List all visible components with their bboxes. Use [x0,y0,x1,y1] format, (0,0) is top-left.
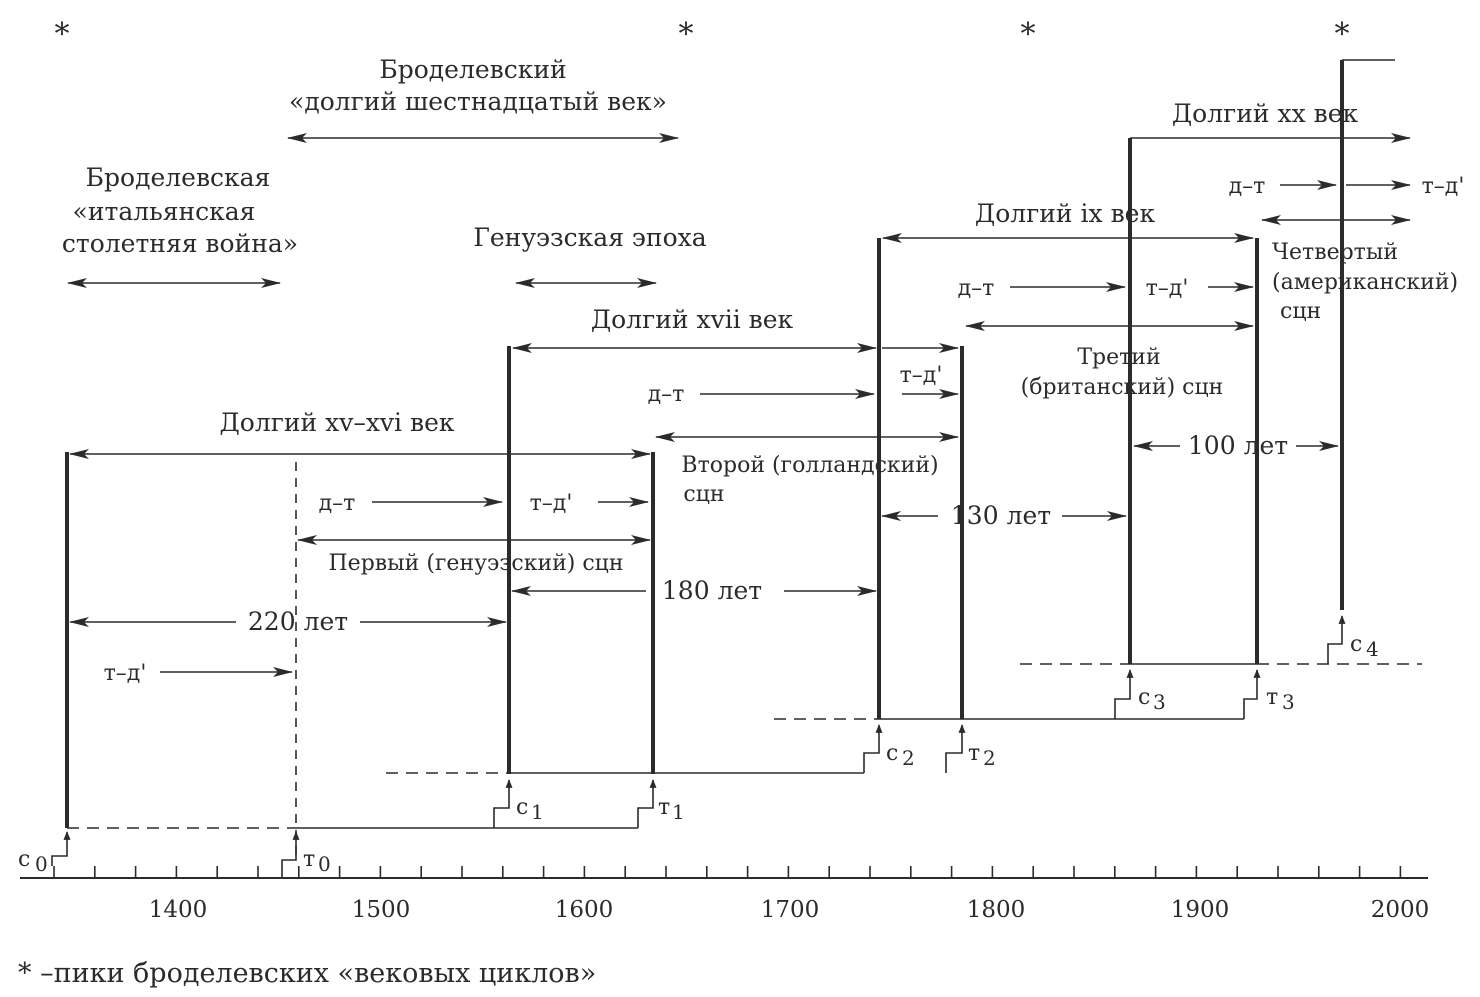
second-scn-label-1: Второй (голландский) [681,453,938,478]
peak-star-1: * [55,17,70,52]
tick-label-1400: 1400 [149,897,208,923]
fourth-scn-label-3: сцн [1280,299,1321,324]
marker-c0-letter: с [18,847,30,872]
c3-tmprime-label: т–д' [1146,276,1189,301]
braudel-italian-label-1: Броделевская [86,163,271,192]
time-axis: 1400 1500 1600 1700 1800 1900 2000 [20,866,1429,923]
marker-c0-index: 0 [35,852,48,876]
first-scn-label: Первый (генуэзский) сцн [328,551,623,576]
c1-tmprime-label: т–д' [530,491,573,516]
marker-c4-index: 4 [1366,637,1379,661]
marker-c1-index: 1 [531,800,544,824]
marker-t3-letter: т [1266,685,1278,710]
tick-label-1900: 1900 [1171,897,1230,923]
marker-t2-letter: т [968,741,980,766]
second-scn-label-2: сцн [683,482,724,507]
marker-t2: т 2 [945,724,996,773]
marker-t1: т 1 [637,779,685,828]
braudel-italian-label-2: «итальянская [73,197,256,226]
braudel-16th-label-1: Броделевский [379,55,566,84]
peak-star-3: * [1021,17,1036,52]
c4-tmprime-label: т–д' [1422,174,1465,199]
marker-c2-letter: с [886,741,898,766]
long-19-label: Долгий ix век [975,199,1156,228]
marker-t2-index: 2 [983,746,996,770]
marker-c3-index: 3 [1153,690,1166,714]
marker-t1-letter: т [658,795,670,820]
marker-c4-letter: с [1350,632,1362,657]
marker-t0-letter: т [303,847,315,872]
marker-c1-letter: с [516,795,528,820]
dur-180-label: 180 лет [662,576,762,605]
marker-c2: с 2 [863,724,915,773]
marker-c0: с 0 [18,831,71,876]
c3-mt-label: д–т [958,276,995,301]
c1-mt-label: д–т [319,491,356,516]
third-scn-label-1: Третий [1077,345,1160,370]
dur-100-label: 100 лет [1188,431,1288,460]
long-17-label: Долгий xvii век [591,305,794,334]
marker-c3: с 3 [1114,669,1166,719]
dur-130-label: 130 лет [951,501,1051,530]
braudel-16th-label-2: «долгий шестнадцатый век» [289,87,667,116]
tick-label-1600: 1600 [555,897,614,923]
fourth-scn-label-1: Четвертый [1272,240,1398,265]
peak-star-2: * [679,17,694,52]
marker-c4: с 4 [1327,615,1379,664]
marker-t0: т 0 [281,831,331,878]
c2-tmprime-label: т–д' [900,363,943,388]
marker-t3: т 3 [1243,669,1295,719]
marker-c1: с 1 [493,779,544,828]
dur-220-label: 220 лет [248,607,348,636]
fourth-scn-label-2: (американский) [1272,270,1458,295]
third-scn-label-2: (британский) сцн [1021,375,1224,400]
marker-t3-index: 3 [1282,690,1295,714]
marker-t0-index: 0 [318,852,331,876]
c4-mt-label: д–т [1229,174,1266,199]
peak-star-4: * [1335,17,1350,52]
tick-label-2000: 2000 [1371,897,1430,923]
c2-mt-label: д–т [648,382,685,407]
tick-label-1800: 1800 [967,897,1026,923]
braudel-italian-label-3: столетняя война» [62,229,298,258]
footnote-caption: * –пики броделевских «вековых циклов» [18,958,597,989]
marker-c2-index: 2 [902,746,915,770]
axis-minor-ticks [53,866,1402,878]
tick-label-1500: 1500 [352,897,411,923]
marker-c3-letter: с [1138,685,1150,710]
tick-label-1700: 1700 [761,897,820,923]
c0-tmprime-label: т–д' [104,661,147,686]
marker-t1-index: 1 [672,800,685,824]
long-20-label: Долгий xx век [1172,99,1359,128]
genoese-epoch-label: Генуэзская эпоха [473,223,706,252]
long-15-16-label: Долгий xv–xvi век [219,408,454,437]
